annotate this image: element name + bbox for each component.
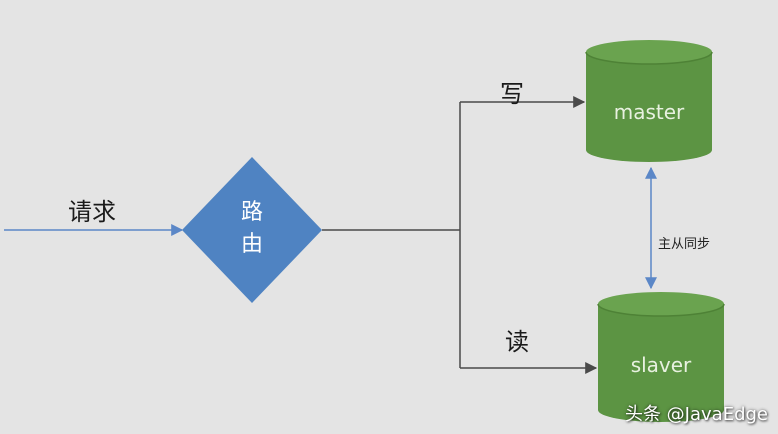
slave-database	[597, 292, 725, 422]
router-label-line1: 路	[240, 200, 263, 225]
watermark: 头条 @JavaEdge	[624, 404, 768, 425]
sync-label: 主从同步	[658, 237, 711, 252]
write-label: 写	[500, 80, 524, 108]
router-label-line2: 由	[240, 232, 263, 257]
request-label: 请求	[68, 198, 116, 226]
slave-label: slaver	[630, 353, 692, 377]
read-label: 读	[505, 328, 529, 356]
master-database	[585, 40, 713, 162]
master-label: master	[613, 100, 685, 124]
router-label: 路 由	[232, 197, 272, 261]
router-diamond	[182, 157, 322, 303]
